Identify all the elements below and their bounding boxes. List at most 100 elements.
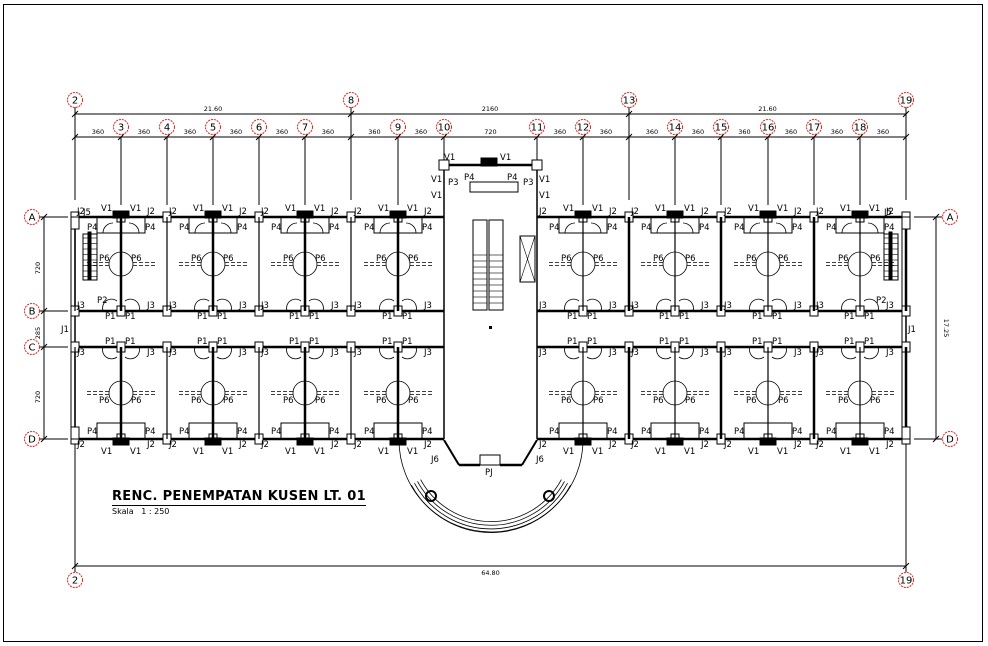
- window-label-j2: J2: [815, 207, 824, 217]
- window-v1: [574, 210, 592, 219]
- grid-col-13-label: 13: [623, 96, 636, 107]
- door-swing-p6: [200, 380, 214, 406]
- door-label-p6: P6: [315, 396, 326, 406]
- grid-row-B-left-bubble: [24, 303, 40, 319]
- door-label-p4: P4: [734, 427, 745, 437]
- end-window: [70, 216, 80, 230]
- door-label-p1: P1: [217, 337, 228, 347]
- door-label-p6: P6: [593, 396, 604, 406]
- door-swing-p6: [767, 251, 781, 277]
- door-label-p1: P1: [105, 312, 116, 322]
- door-label-p1: P1: [864, 312, 875, 322]
- window-label-v1: V1: [748, 204, 759, 214]
- scale-text: Skala 1 : 250: [112, 507, 366, 516]
- door-label-p4: P4: [607, 223, 618, 233]
- door-label-p4: P4: [364, 223, 375, 233]
- bay-dimension-label: 360: [738, 128, 750, 136]
- window-label-v1: V1: [314, 204, 325, 214]
- door-swing-p6: [767, 380, 781, 406]
- door-swing-p4: [682, 222, 694, 234]
- door-swing-p1: [401, 298, 417, 312]
- window-label-j2: J2: [168, 440, 177, 450]
- window-label-j2: J2: [353, 207, 362, 217]
- end-window: [901, 216, 911, 230]
- grid-col-14-bubble: [667, 119, 683, 135]
- door-swing-p4: [841, 222, 853, 234]
- vertical-dimension-label: 720: [34, 391, 42, 403]
- grid-row-D-left-bubble: [24, 431, 40, 447]
- door-label-p6: P6: [131, 254, 142, 264]
- window-v1: [389, 210, 407, 219]
- door-swing-p1: [841, 346, 857, 360]
- dimension-tick: [347, 110, 355, 118]
- door-swing-p1: [124, 298, 140, 312]
- door-swing-p6: [397, 380, 411, 406]
- door-swing-p1: [286, 346, 302, 360]
- window-label-v1: V1: [869, 447, 880, 457]
- grid-col-18-label: 18: [854, 123, 867, 134]
- window-label-j3: J3: [885, 301, 894, 311]
- window-label-j2: J2: [815, 440, 824, 450]
- window-label-v1: V1: [592, 447, 603, 457]
- door-swing-p1: [401, 346, 417, 360]
- door-swing-p4: [286, 222, 298, 234]
- window-label-v1: V1: [563, 204, 574, 214]
- dimension-tick: [40, 307, 48, 315]
- door-label-p6: P6: [838, 254, 849, 264]
- door-label-p4: P4: [364, 427, 375, 437]
- window-v1: [112, 210, 130, 219]
- door-swing-p1: [749, 298, 765, 312]
- door-swing-p6: [859, 251, 873, 277]
- window-label-j3: J3: [630, 301, 639, 311]
- door-label-p1: P1: [679, 312, 690, 322]
- window-label-v1: V1: [285, 204, 296, 214]
- grid-col-2-bubble: [67, 92, 83, 108]
- window-label-j1: J1: [907, 325, 916, 335]
- window-label-j3: J3: [608, 348, 617, 358]
- window-label-v1: V1: [869, 204, 880, 214]
- door-swing-p6: [582, 251, 596, 277]
- lift-shaft: [519, 235, 536, 283]
- dimension-tick: [902, 110, 910, 118]
- window-v1: [204, 437, 222, 446]
- door-label-p4: P4: [329, 223, 340, 233]
- window-label-v1: V1: [222, 447, 233, 457]
- window-label-j3: J3: [538, 301, 547, 311]
- window-label-j2: J2: [538, 440, 547, 450]
- grid-row-A-left-label: A: [29, 213, 36, 224]
- door-swing-p6: [662, 251, 676, 277]
- grid-col-2-bottom-label: 2: [72, 576, 78, 587]
- grid-col-7-bubble: [297, 119, 313, 135]
- window-label-j2: J2: [538, 207, 547, 217]
- dimension-tick: [625, 133, 633, 141]
- window-label-v1: V1: [101, 204, 112, 214]
- window-label-j3: J3: [723, 301, 732, 311]
- window-label-j6: J6: [430, 455, 439, 465]
- door-swing-p6: [385, 380, 399, 406]
- dimension-tick: [40, 213, 48, 221]
- door-label-p1: P1: [752, 312, 763, 322]
- window-label-j3: J3: [353, 301, 362, 311]
- stair-flight: [472, 219, 488, 311]
- window-label-j3: J3: [885, 348, 894, 358]
- window-label-v1: V1: [840, 447, 851, 457]
- dimension-tick: [932, 435, 940, 443]
- door-label-p6: P6: [593, 254, 604, 264]
- grid-row-A-right-label: A: [947, 213, 954, 224]
- door-swing-p6: [397, 251, 411, 277]
- door-swing-p6: [674, 380, 688, 406]
- door-swing-p1: [379, 298, 395, 312]
- door-label-p1: P1: [382, 337, 393, 347]
- window-v1: [296, 210, 314, 219]
- door-swing-p1: [379, 346, 395, 360]
- door-swing-p4: [379, 222, 391, 234]
- door-label-p4: P4: [271, 223, 282, 233]
- door-label-p1: P1: [309, 337, 320, 347]
- grid-col-5-label: 5: [210, 123, 216, 134]
- grid-col-12-label: 12: [577, 123, 590, 134]
- window-label-j2: J2: [723, 207, 732, 217]
- entrance-canopy-arc: [398, 439, 584, 533]
- door-swing-p1: [286, 298, 302, 312]
- grid-col-8-label: 8: [348, 96, 354, 107]
